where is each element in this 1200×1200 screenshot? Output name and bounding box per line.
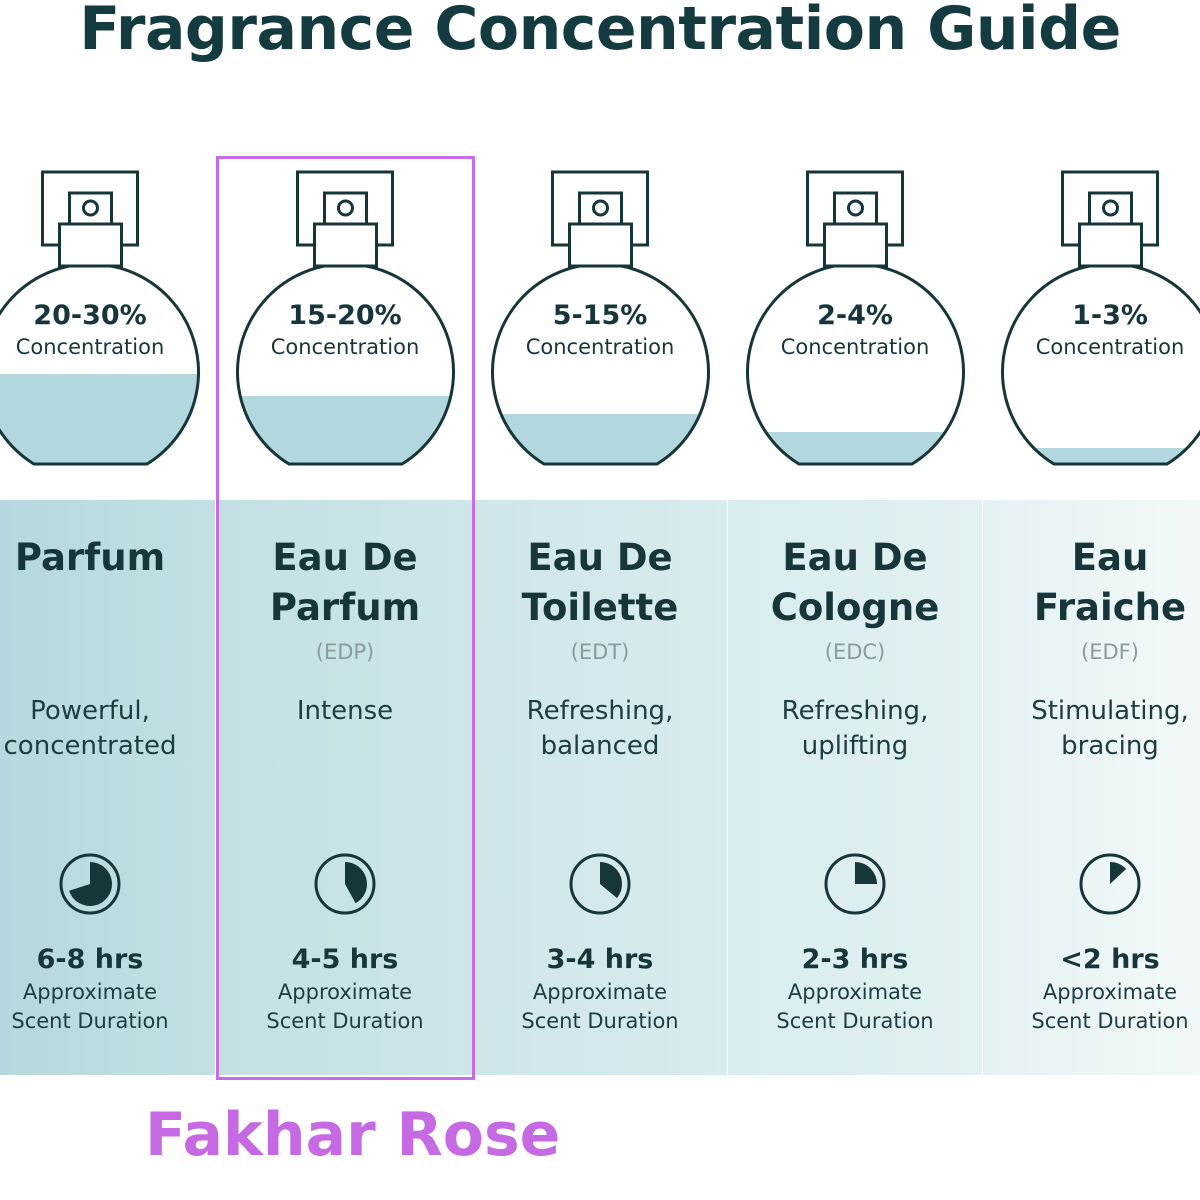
nozzle bbox=[1101, 199, 1119, 217]
page-title: Fragrance Concentration Guide bbox=[79, 0, 1121, 64]
sprayer bbox=[577, 191, 623, 226]
fragrance-description: bracing bbox=[1061, 731, 1159, 761]
nozzle bbox=[336, 199, 354, 217]
column-band bbox=[983, 500, 1200, 1075]
fragrance-description: balanced bbox=[540, 731, 660, 761]
fragrance-abbreviation: (EDF) bbox=[1081, 640, 1139, 664]
perfume-bottle-icon bbox=[0, 160, 218, 480]
nozzle bbox=[81, 199, 99, 217]
fragrance-name: Fraiche bbox=[1033, 586, 1187, 629]
concentration-value: 2-4% bbox=[817, 300, 893, 331]
scent-duration-hours: 6-8 hrs bbox=[36, 944, 144, 975]
fragrance-abbreviation: (EDT) bbox=[570, 640, 630, 664]
perfume-bottle-icon bbox=[218, 160, 473, 480]
bottle-neck bbox=[567, 222, 633, 268]
column-band bbox=[473, 500, 727, 1075]
perfume-bottle-icon bbox=[983, 160, 1200, 480]
nozzle bbox=[591, 199, 609, 217]
column-band bbox=[728, 500, 982, 1075]
scent-duration-label: Scent Duration bbox=[266, 1009, 424, 1033]
scent-duration-hours: <2 hrs bbox=[1060, 944, 1160, 975]
sprayer bbox=[832, 191, 878, 226]
fragrance-name: Eau De bbox=[272, 536, 418, 579]
clock-wedge bbox=[855, 862, 877, 884]
scent-duration-hours: 2-3 hrs bbox=[801, 944, 909, 975]
fragrance-description: Powerful, bbox=[30, 696, 150, 726]
fragrance-description: Refreshing, bbox=[781, 696, 929, 726]
clock-wedge bbox=[600, 862, 622, 899]
fragrance-description: Refreshing, bbox=[526, 696, 674, 726]
scent-duration-label: Approximate bbox=[1042, 980, 1178, 1004]
concentration-label: Concentration bbox=[1035, 335, 1185, 359]
fragrance-name: Parfum bbox=[269, 586, 421, 629]
concentration-value: 15-20% bbox=[288, 300, 402, 331]
fragrance-name: Eau bbox=[1071, 536, 1149, 579]
bottle-body bbox=[1000, 262, 1200, 466]
liquid-level bbox=[492, 414, 708, 464]
concentration-label: Concentration bbox=[15, 335, 165, 359]
clock-wedge bbox=[345, 862, 367, 904]
clock-icon bbox=[58, 852, 122, 916]
nozzle bbox=[846, 199, 864, 217]
clock-icon bbox=[313, 852, 377, 916]
concentration-value: 5-15% bbox=[552, 300, 648, 331]
concentration-label: Concentration bbox=[525, 335, 675, 359]
scent-duration-label: Approximate bbox=[787, 980, 923, 1004]
scent-duration-hours: 4-5 hrs bbox=[291, 944, 399, 975]
clock-wedge bbox=[69, 862, 112, 906]
clock-icon bbox=[568, 852, 632, 916]
scent-duration-label: Approximate bbox=[532, 980, 668, 1004]
fragrance-description: Stimulating, bbox=[1031, 696, 1189, 726]
scent-duration-hours: 3-4 hrs bbox=[546, 944, 654, 975]
scent-duration-label: Scent Duration bbox=[521, 1009, 679, 1033]
bottle-neck bbox=[822, 222, 888, 268]
liquid-level bbox=[1002, 448, 1200, 464]
concentration-label: Concentration bbox=[780, 335, 930, 359]
watermark: Fakhar Rose bbox=[145, 1100, 561, 1170]
fragrance-abbreviation: (EDC) bbox=[824, 640, 886, 664]
concentration-label: Concentration bbox=[270, 335, 420, 359]
fragrance-name: Parfum bbox=[14, 536, 166, 579]
fragrance-name: Eau De bbox=[527, 536, 673, 579]
column-band bbox=[218, 500, 472, 1075]
fragrance-name: Toilette bbox=[521, 586, 679, 629]
sprayer bbox=[322, 191, 368, 226]
fragrance-abbreviation: (EDP) bbox=[315, 640, 375, 664]
scent-duration-label: Scent Duration bbox=[11, 1009, 169, 1033]
concentration-value: 20-30% bbox=[33, 300, 147, 331]
bottle-neck bbox=[1077, 222, 1143, 268]
fragrance-description: Intense bbox=[296, 696, 394, 726]
scent-duration-label: Approximate bbox=[22, 980, 158, 1004]
fragrance-description: uplifting bbox=[801, 731, 909, 761]
scent-duration-label: Scent Duration bbox=[776, 1009, 934, 1033]
concentration-value: 1-3% bbox=[1072, 300, 1148, 331]
fragrance-description: concentrated bbox=[3, 731, 177, 761]
fragrance-name: Cologne bbox=[770, 586, 940, 629]
scent-duration-label: Approximate bbox=[277, 980, 413, 1004]
sprayer bbox=[67, 191, 113, 226]
clock-icon bbox=[823, 852, 887, 916]
clock-wedge bbox=[1110, 862, 1127, 884]
sprayer bbox=[1087, 191, 1133, 226]
fragrance-name: Eau De bbox=[782, 536, 928, 579]
perfume-bottle-icon bbox=[473, 160, 728, 480]
scent-duration-label: Scent Duration bbox=[1031, 1009, 1189, 1033]
column-band bbox=[0, 500, 215, 1075]
highlight-box bbox=[216, 156, 475, 1080]
clock-icon bbox=[1078, 852, 1142, 916]
perfume-bottle-icon bbox=[728, 160, 983, 480]
bottle-neck bbox=[57, 222, 123, 268]
liquid-level bbox=[0, 374, 198, 464]
